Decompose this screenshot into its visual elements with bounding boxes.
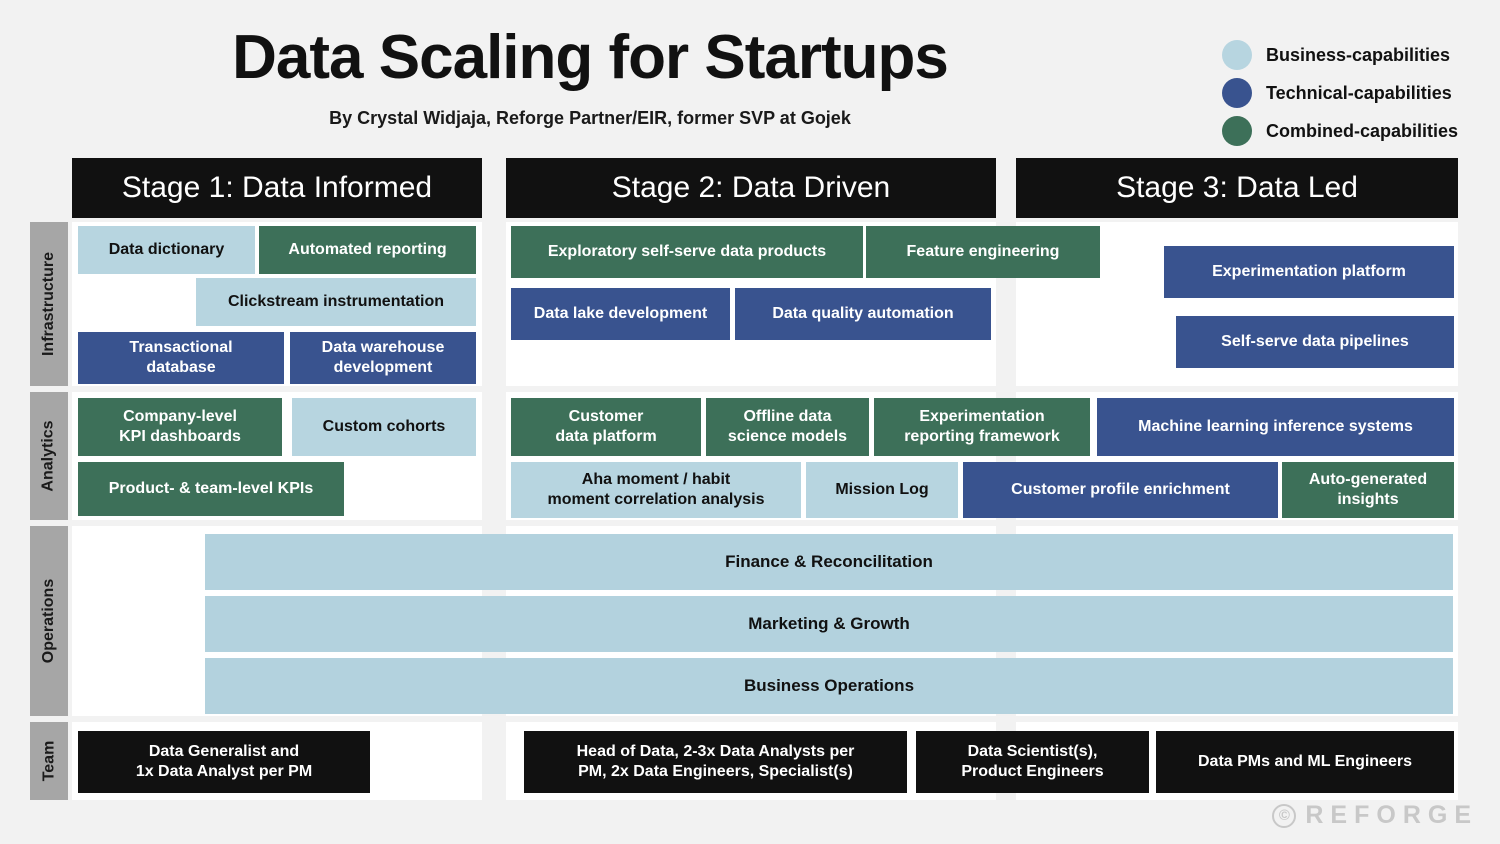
row-label-analytics: Analytics (30, 392, 68, 520)
capability-box[interactable]: Self-serve data pipelines (1176, 316, 1454, 368)
row-label-team-text: Team (40, 740, 58, 782)
stage-header-2: Stage 2: Data Driven (506, 158, 996, 218)
capability-box[interactable]: Mission Log (806, 462, 958, 518)
legend-swatch-technical (1222, 78, 1252, 108)
stage-header-3: Stage 3: Data Led (1016, 158, 1458, 218)
capability-box[interactable]: Exploratory self-serve data products (511, 226, 863, 278)
reforge-watermark: © REFORGE (1272, 801, 1478, 830)
capability-box[interactable]: Data dictionary (78, 226, 255, 274)
legend-label-combined: Combined-capabilities (1266, 120, 1459, 141)
page-title: Data Scaling for Startups (232, 23, 949, 92)
row-label-operations: Operations (30, 526, 68, 716)
capability-box[interactable]: Automated reporting (259, 226, 476, 274)
copyright-icon: © (1272, 803, 1297, 828)
operations-bar[interactable]: Business Operations (205, 658, 1453, 714)
capability-box[interactable]: Product- & team-level KPIs (78, 462, 344, 516)
legend-label-business: Business-capabilities (1266, 44, 1451, 65)
legend: Business-capabilities Technical-capabili… (1222, 36, 1458, 150)
capability-box[interactable]: Machine learning inference systems (1097, 398, 1454, 456)
legend-item-technical: Technical-capabilities (1222, 74, 1458, 112)
capability-box[interactable]: Custom cohorts (292, 398, 476, 456)
legend-item-business: Business-capabilities (1222, 36, 1458, 74)
page-subtitle: By Crystal Widjaja, Reforge Partner/EIR,… (329, 108, 851, 128)
capability-box[interactable]: Experimentation platform (1164, 246, 1454, 298)
capability-box[interactable]: Customer profile enrichment (963, 462, 1278, 518)
legend-item-combined: Combined-capabilities (1222, 112, 1458, 150)
reforge-wordmark: REFORGE (1305, 801, 1478, 829)
operations-bar[interactable]: Finance & Reconcilitation (205, 534, 1453, 590)
team-box[interactable]: Data PMs and ML Engineers (1156, 731, 1454, 793)
team-box[interactable]: Data Scientist(s),Product Engineers (916, 731, 1149, 793)
legend-label-technical: Technical-capabilities (1266, 82, 1452, 103)
row-label-operations-text: Operations (40, 578, 57, 664)
operations-bar[interactable]: Marketing & Growth (205, 596, 1453, 652)
row-label-team: Team (30, 722, 68, 800)
legend-swatch-combined (1222, 116, 1252, 146)
row-label-infrastructure: Infrastructure (30, 222, 68, 386)
capability-box[interactable]: Data quality automation (735, 288, 991, 340)
capability-box[interactable]: Clickstream instrumentation (196, 278, 476, 326)
legend-swatch-business (1222, 40, 1252, 70)
capability-box[interactable]: Data lake development (511, 288, 730, 340)
stage-header-1: Stage 1: Data Informed (72, 158, 482, 218)
row-label-analytics-text: Analytics (40, 420, 58, 492)
capability-box[interactable]: Feature engineering (866, 226, 1100, 278)
row-label-infrastructure-text: Infrastructure (40, 251, 57, 357)
